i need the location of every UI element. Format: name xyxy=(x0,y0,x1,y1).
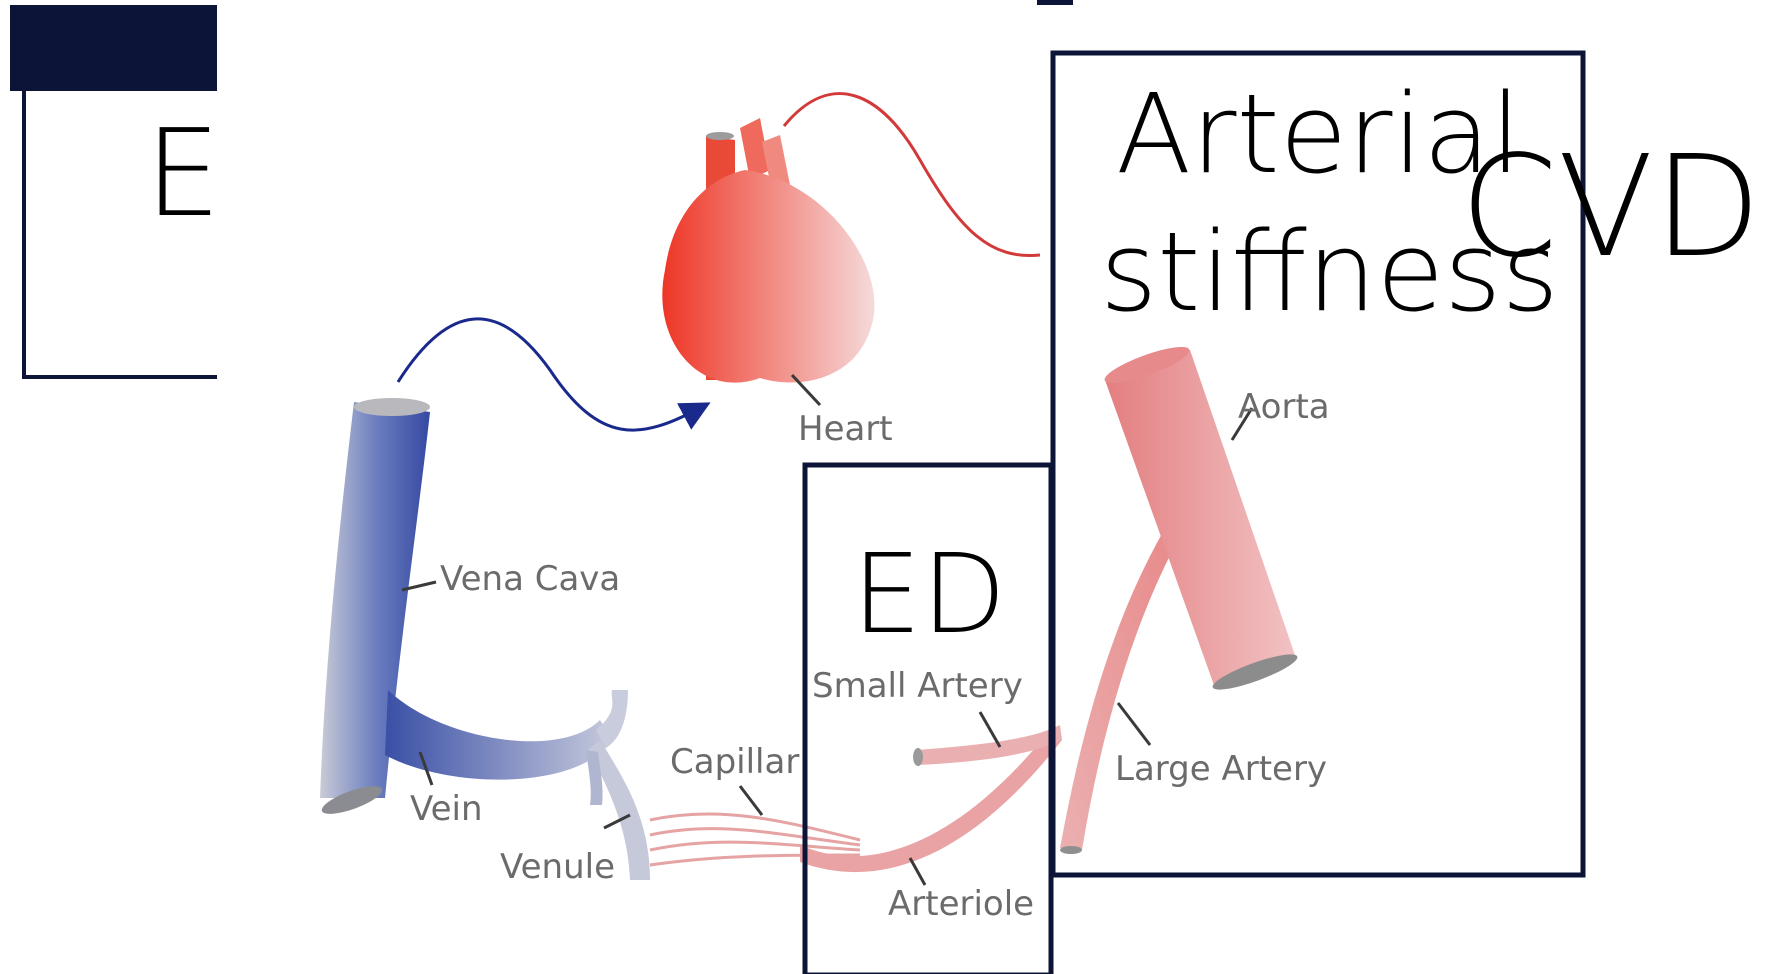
label-large-artery: Large Artery xyxy=(1115,749,1327,789)
label-capillary: Capillar xyxy=(670,742,799,782)
cvd-label: CVD xyxy=(1460,126,1761,289)
label-venule: Venule xyxy=(500,847,615,887)
label-small-artery: Small Artery xyxy=(812,666,1023,706)
heart-illustration xyxy=(662,118,874,383)
label-vena-cava: Vena Cava xyxy=(440,559,620,599)
label-arteriole: Arteriole xyxy=(888,884,1034,924)
label-aorta: Aorta xyxy=(1238,387,1330,427)
label-vein: Vein xyxy=(410,789,483,829)
large-artery-vessel xyxy=(1060,520,1178,850)
ed-label: ED xyxy=(852,530,1006,658)
label-heart: Heart xyxy=(798,409,893,449)
venous-return-arrow xyxy=(398,319,700,430)
